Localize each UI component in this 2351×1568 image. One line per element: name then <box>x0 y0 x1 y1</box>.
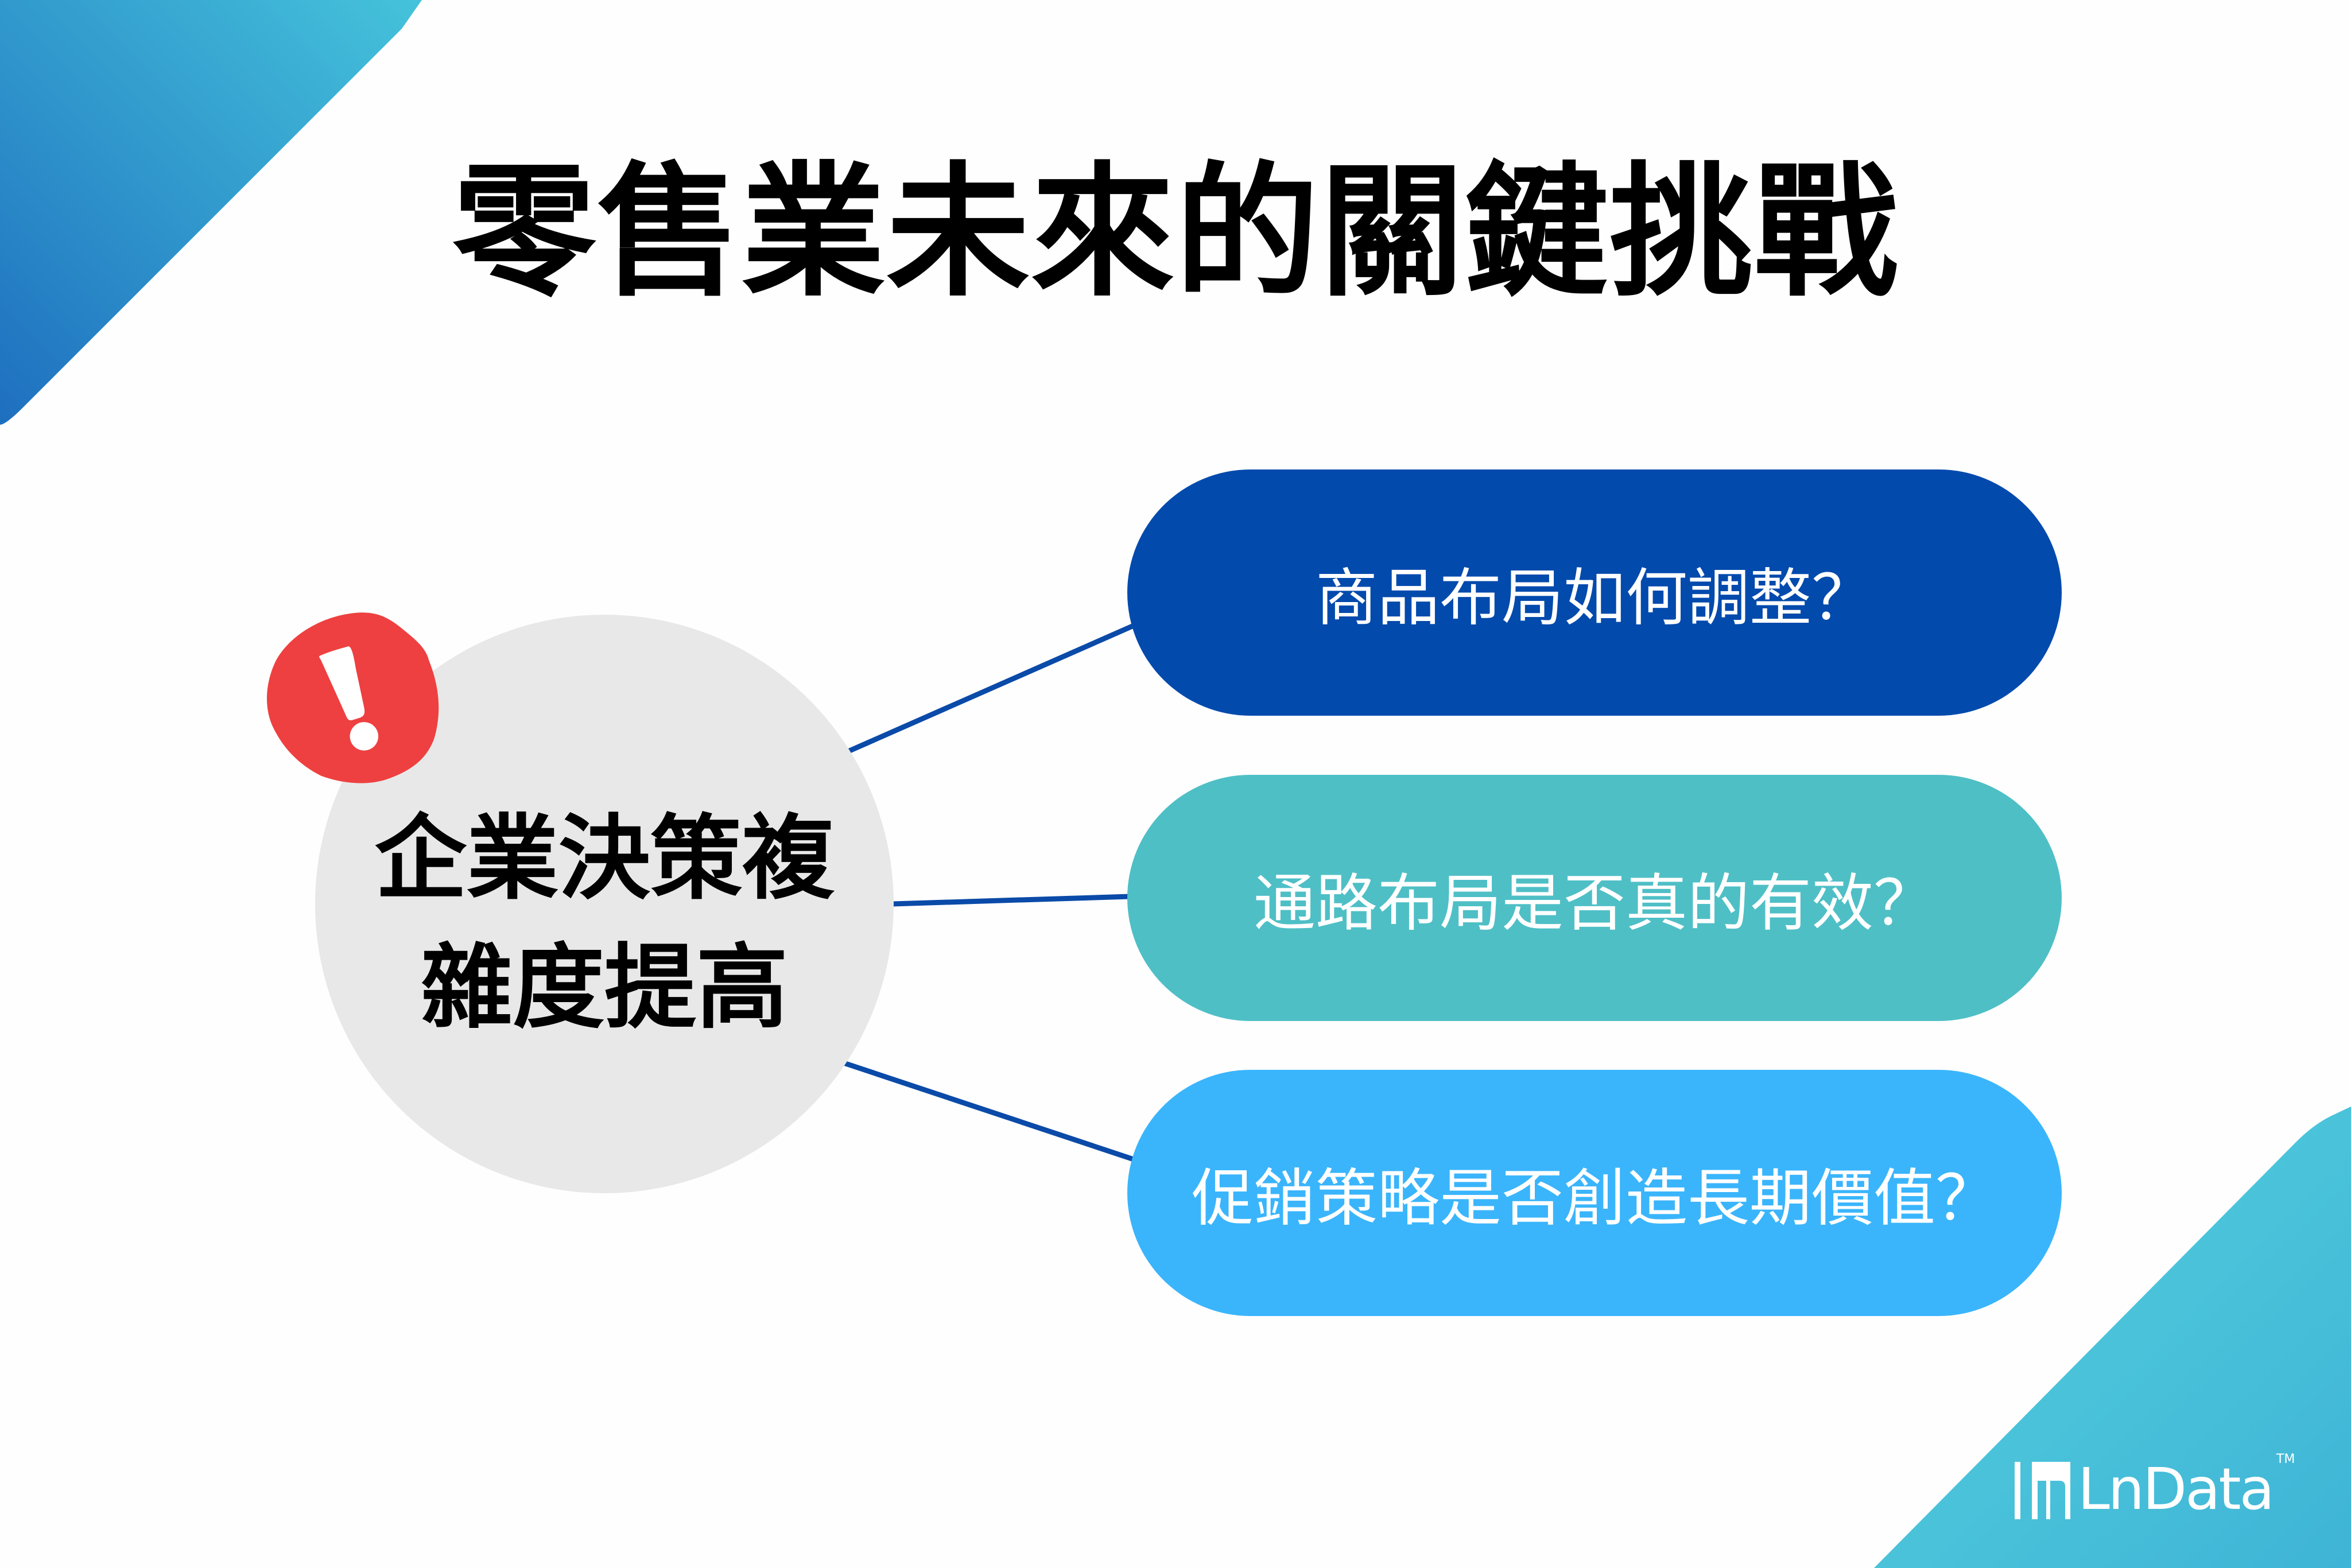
logo-trademark: TM <box>2276 1452 2295 1466</box>
question-pill-2: 通路布局是否真的有效？ <box>1127 775 2062 1021</box>
logo-text: LnData <box>2078 1456 2275 1523</box>
connector-line-1 <box>847 623 1135 754</box>
page-title: 零售業未來的關鍵挑戰 <box>452 149 1899 316</box>
logo-mark-icon <box>2015 1462 2070 1519</box>
connector-lines <box>843 623 1135 1162</box>
question-pill-1: 商品布局如何調整？ <box>1127 469 2062 716</box>
question-text-3: 促銷策略是否創造長期價值？ <box>1191 1162 1997 1235</box>
lndata-logo: LnData TM <box>2009 1441 2295 1521</box>
connector-line-3 <box>843 1060 1135 1162</box>
question-pill-3: 促銷策略是否創造長期價值？ <box>1127 1070 2062 1316</box>
center-text-line-2: 雜度提高 <box>420 934 788 1041</box>
bottom-right-corner-shape <box>1874 1107 2351 1568</box>
question-text-2: 通路布局是否真的有效？ <box>1253 867 1935 940</box>
question-text-1: 商品布局如何調整？ <box>1315 562 1873 634</box>
top-left-corner-shape <box>0 0 422 425</box>
exclamation-icon <box>266 612 439 783</box>
connector-line-2 <box>891 894 1130 907</box>
center-text-line-1: 企業決策複 <box>374 805 834 912</box>
